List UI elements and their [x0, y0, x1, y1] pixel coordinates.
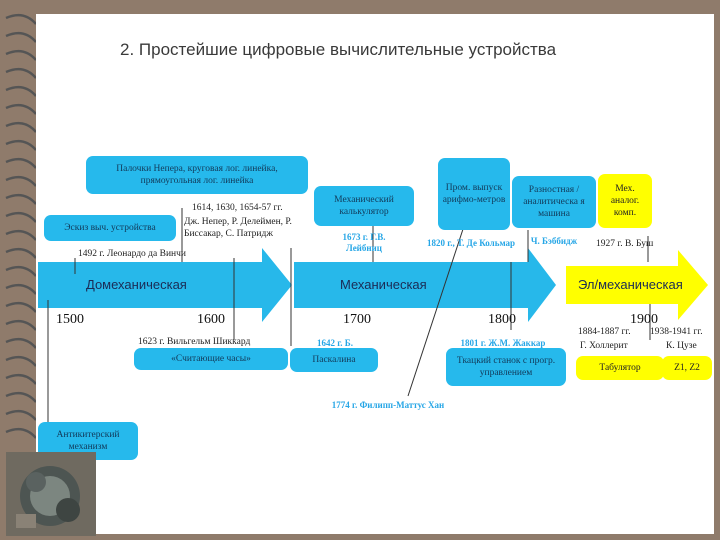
leonardo-label: 1492 г. Леонардо да Винчи: [78, 249, 186, 259]
tabulator-box: Табулятор: [576, 356, 664, 380]
year-label: 1800: [488, 312, 516, 327]
bush-label: 1927 г. В. Буш: [596, 239, 654, 249]
antikythera-mechanism-image: [6, 452, 96, 536]
schickard-label: 1623 г. Вильгельм Шиккард: [138, 337, 251, 347]
loom-box: Ткацкий станок с прогр. управлением: [446, 348, 566, 386]
leibniz-label: 1673 г. Г.В. Лейбниц: [342, 232, 386, 253]
year-label: 1600: [197, 312, 225, 327]
napier-names: Дж. Непер, Р. Делеймен, Р. Биссакар, С. …: [184, 217, 292, 239]
slide-canvas: [36, 14, 714, 534]
zuse-dates: 1938-1941 гг.: [650, 327, 703, 337]
year-label: 1900: [630, 312, 658, 327]
difference-engine-box: Разностная / аналитическа я машина: [512, 176, 596, 228]
analog-computer-box: Мех. аналог. комп.: [598, 174, 652, 228]
notebook-spiral: [5, 13, 37, 439]
zuse-label: К. Цузе: [666, 341, 697, 351]
babbage-label: Ч. Бэббидж: [530, 236, 578, 246]
hahn-label: 1774 г. Филипп-Маттус Хан: [331, 400, 445, 410]
arithmometer-box: Пром. выпуск арифмо-метров: [438, 158, 510, 230]
era-label-elec: Эл/механическая: [578, 277, 683, 292]
era-label-mech: Механическая: [340, 277, 427, 292]
napier-dates: 1614, 1630, 1654-57 гг.: [192, 203, 283, 213]
colmar-label: 1820 г., Т. Де Кольмар: [426, 238, 516, 248]
hollerith-dates: 1884-1887 гг.: [578, 327, 631, 337]
jacquard-label: 1801 г. Ж.М. Жаккар: [460, 338, 546, 348]
era-label-pre: Домеханическая: [86, 277, 187, 292]
z1-z2-box: Z1, Z2: [662, 356, 712, 380]
page-title: 2. Простейшие цифровые вычислительные ус…: [120, 40, 557, 59]
napier-box: Палочки Непера, круговая лог. линейка, п…: [86, 156, 308, 194]
mech-calc-box: Механический калькулятор: [314, 186, 414, 226]
pascaline-box: Паскалина: [290, 348, 378, 372]
year-label: 1500: [56, 312, 84, 327]
hollerith-label: Г. Холлерит: [580, 341, 628, 351]
sketch-box: Эскиз выч. устройства: [44, 215, 176, 241]
year-label: 1700: [343, 312, 371, 327]
clocks-box: «Считающие часы»: [134, 348, 288, 370]
